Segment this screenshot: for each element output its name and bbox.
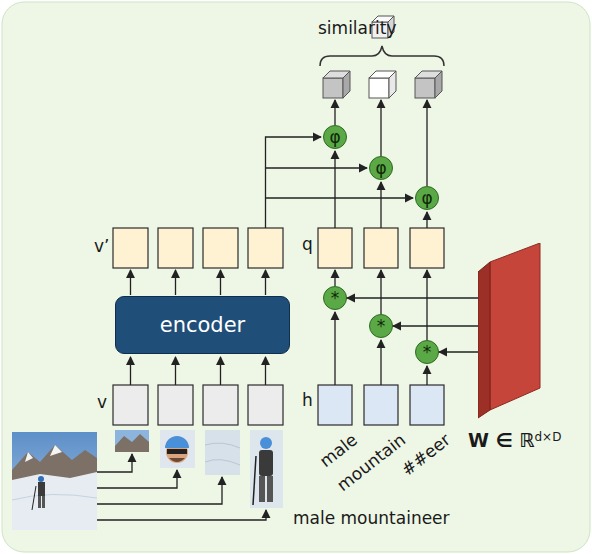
- weight-matrix: W ∈ ℝd×D: [478, 243, 542, 423]
- node-text: d×D: [534, 430, 561, 444]
- node-text: *: [423, 344, 432, 361]
- node-text: *: [331, 290, 340, 307]
- slab-face: [490, 243, 540, 410]
- crop-snow: [205, 430, 240, 475]
- row-label: v’: [94, 238, 109, 255]
- multiply-circle: *: [323, 286, 347, 310]
- flow-arrows: [97, 100, 427, 520]
- score-cube: [369, 71, 396, 98]
- caption-text: male mountaineer: [293, 510, 450, 527]
- matrix-slab: [478, 243, 542, 423]
- node-text: W ∈ ℝ: [468, 429, 534, 451]
- row-label: h: [302, 392, 313, 409]
- score-cube: [323, 71, 350, 98]
- row-label: v: [97, 394, 107, 411]
- input-photo: [12, 432, 97, 530]
- score-cube: [415, 71, 442, 98]
- node-text: encoder: [160, 315, 246, 336]
- curly-bracket: [320, 46, 444, 66]
- matrix-arrow: [393, 325, 478, 326]
- crop-face: [160, 430, 195, 468]
- phi-circle: φ: [415, 186, 439, 210]
- node-text: φ: [375, 160, 386, 177]
- slab-edge: [478, 262, 490, 418]
- node-text: φ: [421, 190, 432, 207]
- phi-circle: φ: [323, 125, 347, 149]
- output-token-boxes: [113, 228, 444, 268]
- encoder-box: encoder: [115, 296, 290, 354]
- matrix-arrow: [439, 351, 478, 352]
- row-label: q: [302, 236, 313, 253]
- crop-mountain: [115, 430, 149, 452]
- output-label: similarity: [318, 20, 396, 37]
- multiply-circle: *: [369, 314, 393, 338]
- matrix-arrow: [347, 297, 478, 298]
- crop-climber: [250, 430, 283, 508]
- node-text: φ: [329, 129, 340, 146]
- node-text: *: [377, 318, 386, 335]
- visual-token-boxes: [113, 385, 283, 425]
- multiply-circle: *: [415, 340, 439, 364]
- text-token-boxes: [318, 385, 444, 425]
- phi-circle: φ: [369, 156, 393, 180]
- matrix-caption: W ∈ ℝd×D: [468, 429, 561, 451]
